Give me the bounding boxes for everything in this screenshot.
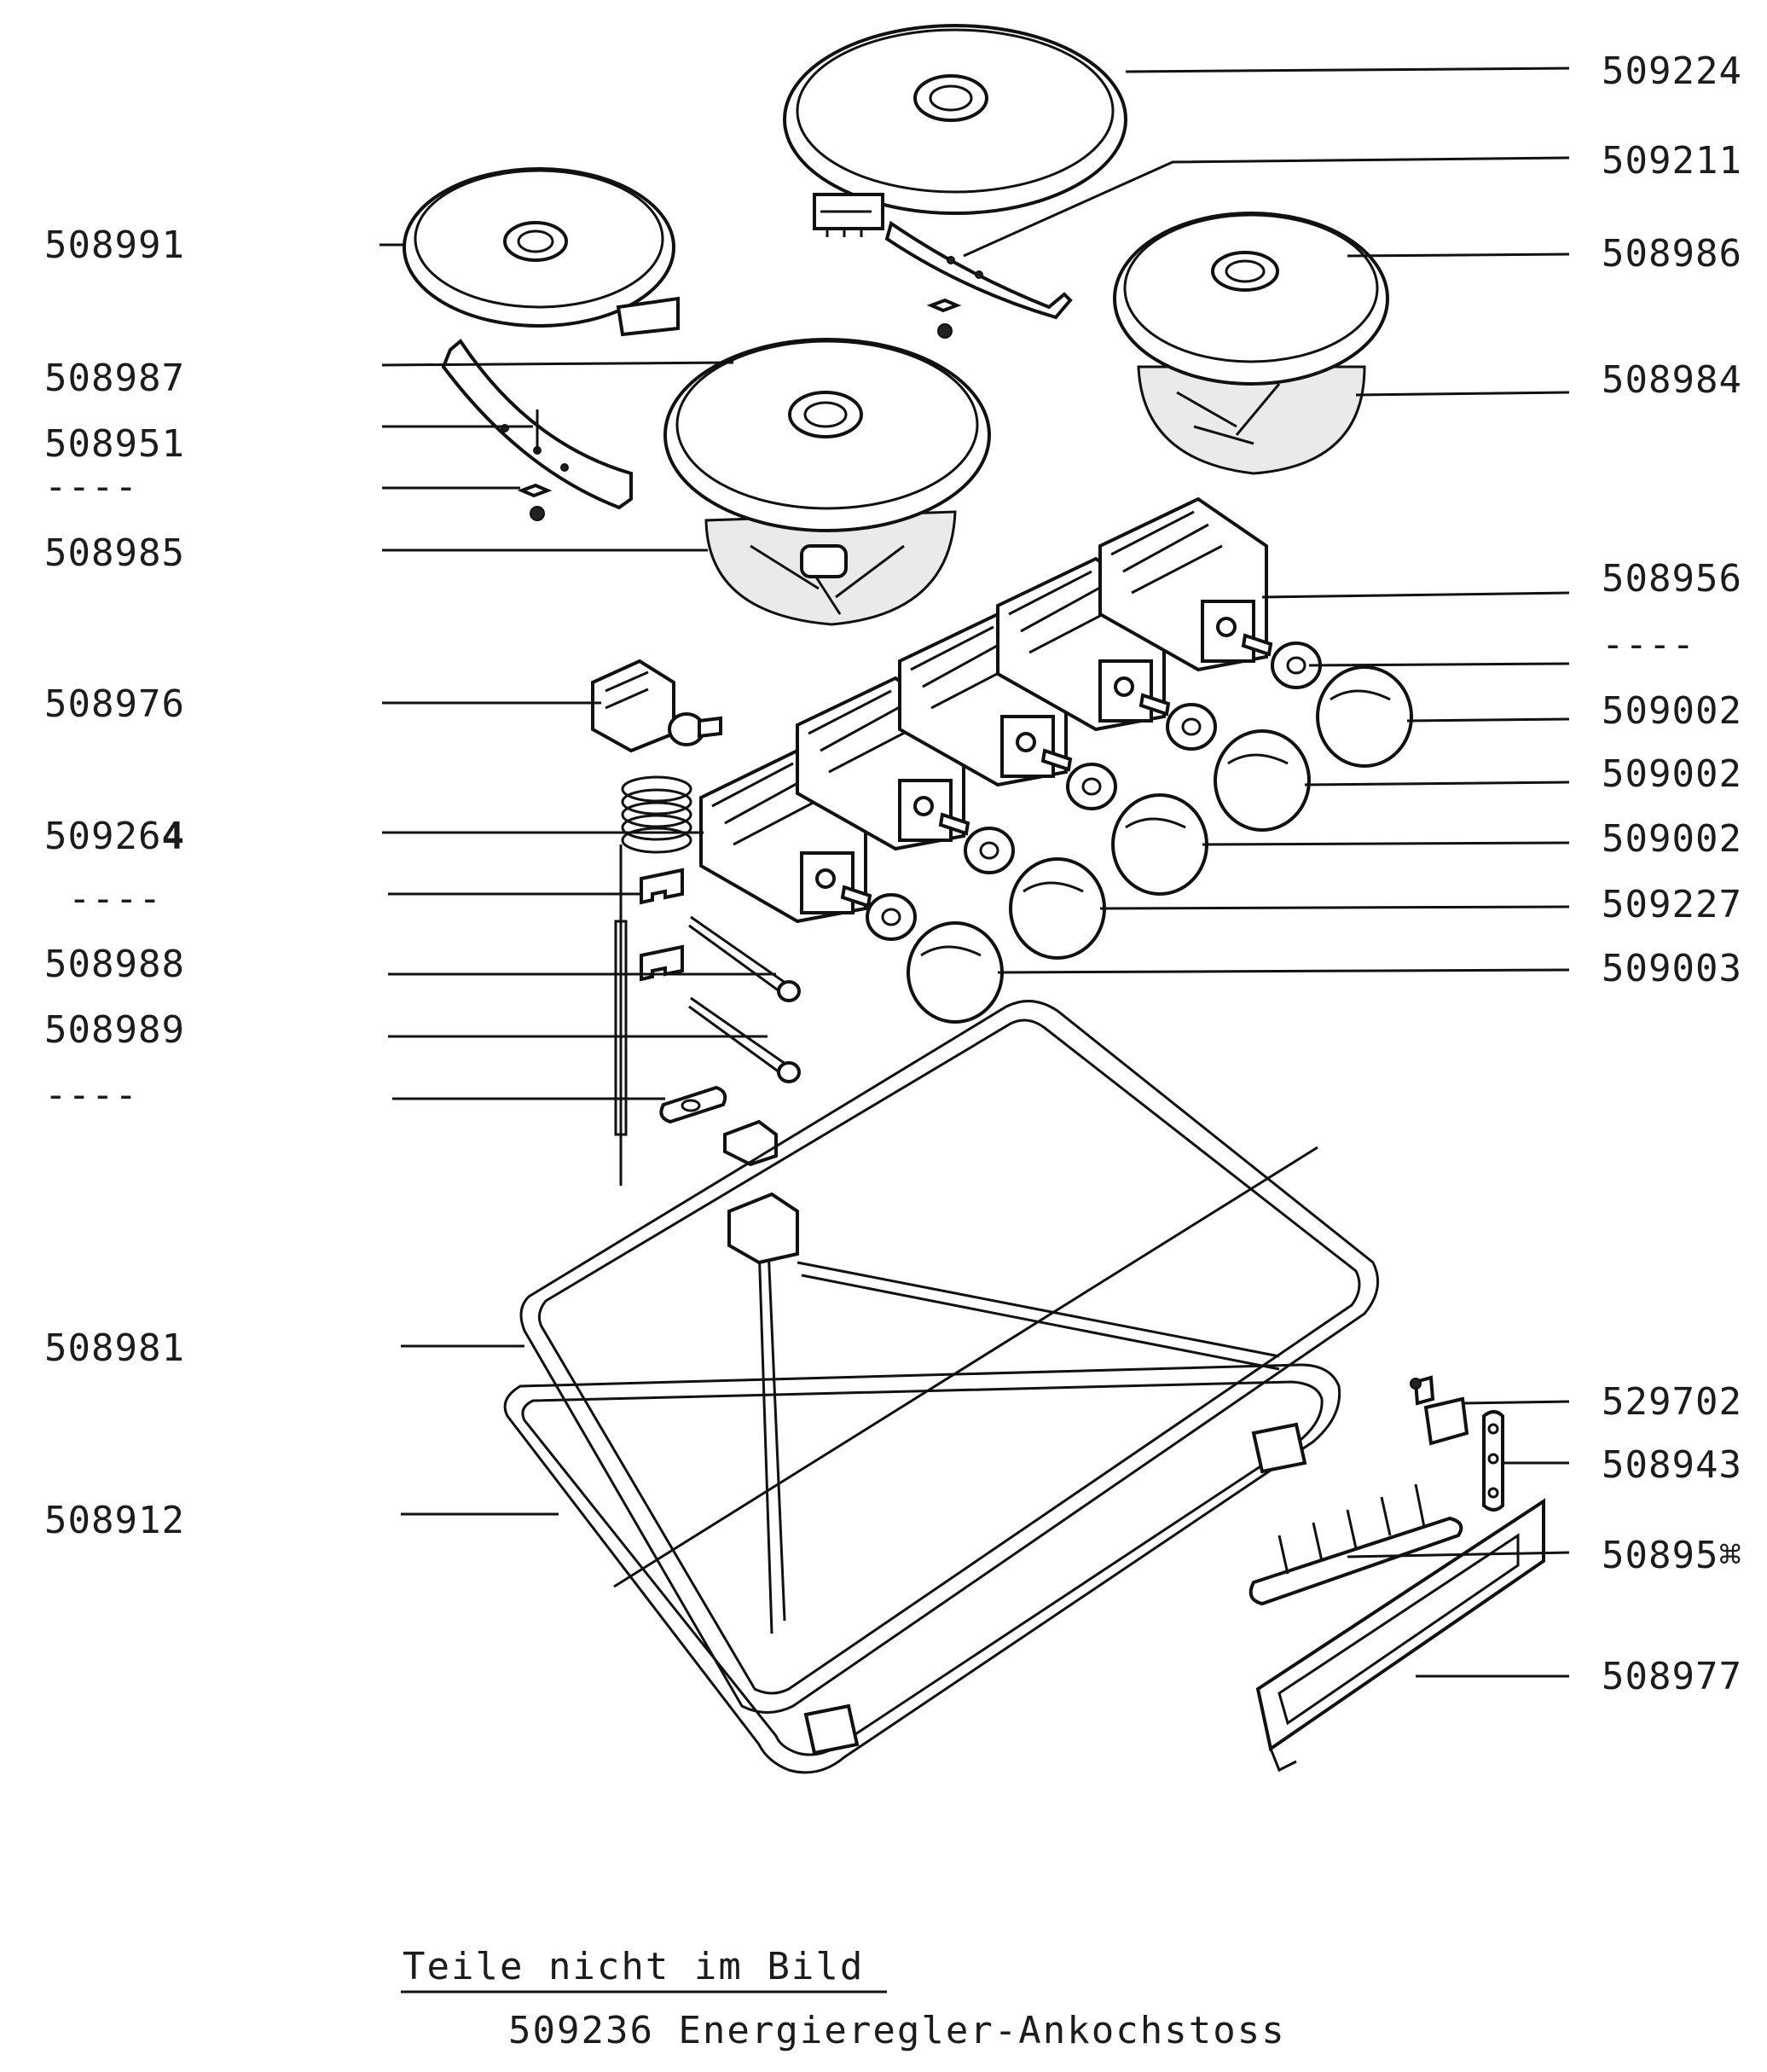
knob: [1111, 793, 1208, 896]
leader-lines: [379, 67, 1570, 1678]
label-508991: 508991: [44, 223, 185, 267]
label-509227: 509227: [1602, 883, 1742, 926]
label-508984: 508984: [1602, 358, 1742, 402]
label-508956: 508956: [1602, 557, 1742, 601]
label-508943: 508943: [1602, 1443, 1742, 1487]
labels-left: 508991 508987 508951 ---- 508985 508976 …: [44, 223, 185, 1542]
footer-item: 509236 Energieregler-Ankochstoss: [508, 2009, 1286, 2052]
switch-row: [699, 496, 1273, 924]
label-508985: 508985: [44, 531, 185, 575]
label-509211: 509211: [1602, 139, 1742, 183]
label-508986: 508986: [1602, 232, 1742, 276]
label-dashes-left-3: ----: [44, 1073, 138, 1117]
oven-heating-elements: [503, 1000, 1380, 1774]
label-508912: 508912: [44, 1499, 185, 1542]
bracket-upper: [884, 220, 1073, 339]
label-509224: 509224: [1602, 49, 1742, 93]
small-parts-left: [640, 868, 801, 1167]
bracket-left: [441, 339, 633, 521]
knob: [907, 921, 1004, 1024]
label-509002-b: 509002: [1602, 752, 1742, 796]
labels-right: 509224 509211 508986 508984 508956 ---- …: [1602, 49, 1742, 1698]
label-508988: 508988: [44, 943, 185, 986]
label-dashes-left-2: ----: [68, 877, 162, 920]
knobs: [907, 665, 1413, 1024]
label-529702: 529702: [1602, 1380, 1742, 1424]
label-508977: 508977: [1602, 1655, 1742, 1698]
label-dashes-left-1: ----: [44, 465, 138, 508]
label-508987: 508987: [44, 357, 185, 400]
thermostat: [591, 659, 722, 1186]
footer-heading: Teile nicht im Bild: [403, 1945, 864, 1988]
knob: [1316, 665, 1413, 768]
label-509003: 509003: [1602, 947, 1742, 990]
terminal-parts-right: [1248, 1375, 1545, 1773]
label-509002-a: 509002: [1602, 689, 1742, 733]
hotplate-large-top: [783, 24, 1127, 237]
label-509264: 509264: [44, 815, 185, 858]
hotplate-center: [663, 338, 991, 626]
footer-note: Teile nicht im Bild 509236 Energieregler…: [401, 1945, 1286, 2052]
label-508981: 508981: [44, 1326, 185, 1370]
label-508976: 508976: [44, 682, 185, 726]
knob: [1009, 857, 1106, 960]
label-509002-c: 509002: [1602, 817, 1742, 861]
label-508989: 508989: [44, 1008, 185, 1052]
hotplate-right: [1113, 212, 1389, 475]
switch-block: [1098, 496, 1273, 672]
hotplate-small-left: [403, 167, 680, 337]
label-508951: 508951: [44, 422, 185, 466]
knob: [1214, 729, 1311, 832]
label-508958: 50895⌘: [1602, 1534, 1742, 1577]
washers: [866, 641, 1322, 941]
label-dashes-right: ----: [1602, 623, 1695, 666]
